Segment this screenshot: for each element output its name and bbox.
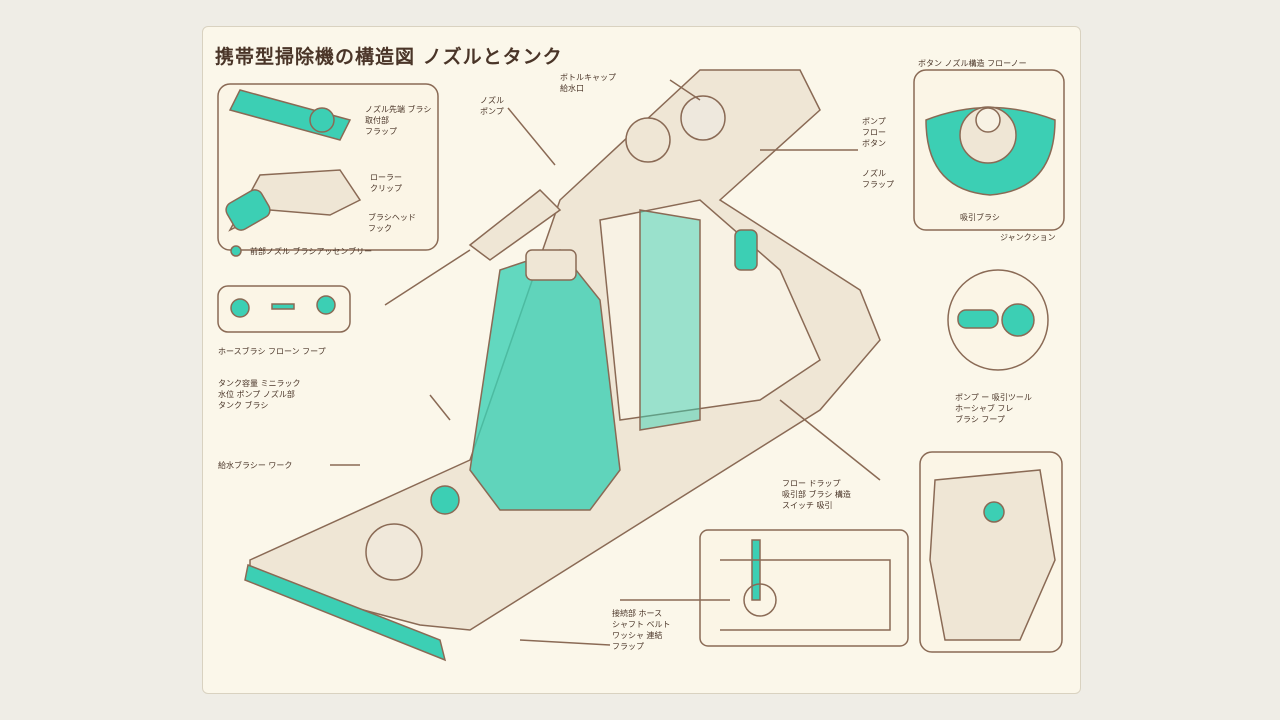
label-roller: ローラー クリップ: [370, 173, 402, 193]
diagram-title: 携帯型掃除機の構造図 ノズルとタンク: [215, 46, 563, 68]
label-tank-capacity: タンク容量 ミニラック 水位 ポンプ ノズル部 タンク ブラシ: [218, 379, 301, 410]
label-pump-button: ポンプ フロー ボタン: [862, 117, 886, 148]
label-junction: ジャンクション: [1000, 233, 1056, 242]
label-nozzle-assembly: 前部ノズル ブラシアッセンブリー: [250, 247, 373, 256]
label-flow-drop: フロー ドラップ 吸引部 ブラシ 構造 スイッチ 吸引: [782, 479, 851, 510]
label-hose-brush: ホースブラシ フローン フープ: [218, 347, 326, 356]
label-brush-head: ブラシヘッド フック: [368, 213, 416, 233]
label-supply-brush: 給水ブラシー ワーク: [218, 461, 293, 470]
inset-joint-panel: [699, 529, 909, 647]
label-connector: 接続部 ホース シャフト ベルト ワッシャ 連結 フラップ: [612, 609, 671, 651]
label-suction-tool: ポンプ ー 吸引ツール ホーシャブ フレ ブラシ フープ: [955, 393, 1032, 424]
label-nozzle-flap: ノズル フラップ: [862, 169, 894, 189]
label-valve-title: ボタン ノズル構造 フローノー: [918, 59, 1027, 68]
label-nozzle-tip: ノズル先端 ブラシ 取付部 フラップ: [365, 105, 432, 136]
label-pump: ノズル ポンプ: [480, 96, 504, 116]
label-bottle-cap: ボトルキャップ 給水口: [560, 73, 616, 93]
label-suction-brush: 吸引ブラシ: [960, 213, 1000, 222]
